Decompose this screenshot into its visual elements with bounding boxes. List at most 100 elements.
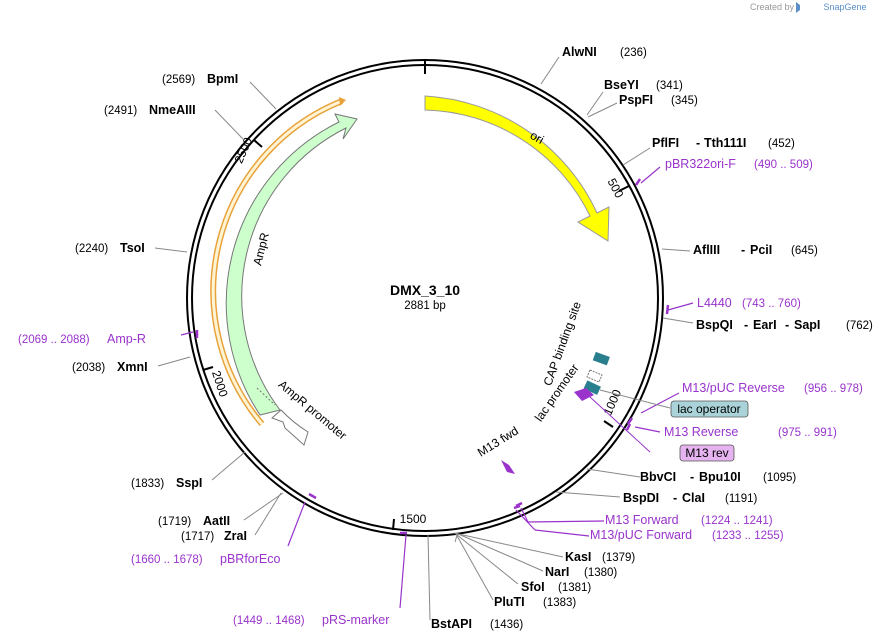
svg-text:Bpu10I: Bpu10I: [699, 470, 741, 484]
svg-text:PciI: PciI: [750, 243, 772, 257]
lac-operator-box[interactable]: [583, 380, 601, 395]
svg-text:(2069 .. 2088): (2069 .. 2088): [18, 334, 90, 346]
lac-promoter-arrow[interactable]: [586, 369, 603, 383]
svg-text:BstAPI: BstAPI: [431, 617, 472, 631]
tick-1500: [392, 518, 395, 531]
site-bspqi-eari-sapi[interactable]: BspQI - EarI - SapI (762): [696, 318, 873, 332]
site-sfoi[interactable]: SfoI (1381): [521, 580, 591, 594]
ampr-arrow[interactable]: [225, 113, 358, 416]
ori-arrow[interactable]: [424, 95, 610, 242]
svg-text:(345): (345): [671, 95, 698, 107]
m13-rev-tag[interactable]: M13 rev: [679, 444, 735, 462]
tick-2000: [202, 366, 214, 371]
ori-label: ori: [528, 128, 547, 147]
svg-text:(975 .. 991): (975 .. 991): [778, 427, 837, 439]
m13-fwd-label: M13 fwd: [475, 424, 521, 460]
site-bbvci-bpu10i[interactable]: BbvCI - Bpu10I (1095): [640, 470, 796, 484]
primer-m13-puc-forward[interactable]: M13/pUC Forward (1233 .. 1255): [590, 528, 784, 542]
svg-text:SfoI: SfoI: [521, 580, 545, 594]
primer-leaders: [180, 166, 694, 609]
svg-text:pBR322ori-F: pBR322ori-F: [665, 157, 736, 171]
site-kasi[interactable]: KasI (1379): [565, 550, 635, 564]
site-afliii-pcii[interactable]: AflIII - PciI (645): [693, 243, 818, 257]
ampr-promoter-arrow[interactable]: [271, 409, 309, 446]
tick-500: [618, 185, 630, 192]
svg-text:(956 .. 978): (956 .. 978): [804, 383, 863, 395]
snapgene-logo-icon: [796, 2, 800, 13]
primer-pbrforeco[interactable]: (1660 .. 1678) pBRforEco: [131, 552, 280, 566]
primer-m13-puc-reverse[interactable]: M13/pUC Reverse (956 .. 978): [682, 381, 863, 395]
site-tsoi[interactable]: (2240) TsoI: [75, 241, 145, 255]
plasmid-length: 2881 bp: [404, 300, 446, 312]
site-sspi[interactable]: (1833) SspI: [131, 476, 202, 490]
site-pluti[interactable]: PluTI (1383): [494, 595, 576, 609]
svg-text:BspQI: BspQI: [696, 318, 733, 332]
svg-text:-: -: [690, 470, 694, 484]
svg-text:L4440: L4440: [697, 296, 732, 310]
site-nmeaiii[interactable]: (2491) NmeAIII: [104, 103, 196, 117]
svg-text:(1379): (1379): [602, 552, 635, 564]
lac-region: [501, 351, 610, 474]
site-bseyi[interactable]: BseYI (341): [604, 78, 683, 92]
primer-amp-r[interactable]: (2069 .. 2088) Amp-R: [18, 332, 146, 346]
credit-prefix: Created by: [750, 2, 795, 12]
ampr-feature[interactable]: AmpR: [210, 97, 358, 426]
svg-text:EarI: EarI: [753, 318, 777, 332]
primer-pbr322ori-f[interactable]: pBR322ori-F (490 .. 509): [665, 157, 813, 171]
svg-text:(1660 .. 1678): (1660 .. 1678): [131, 554, 203, 566]
svg-text:(490 .. 509): (490 .. 509): [754, 159, 813, 171]
primer-m13-forward[interactable]: M13 Forward (1224 .. 1241): [605, 513, 773, 527]
site-bpmi[interactable]: (2569) BpmI: [162, 72, 238, 86]
svg-text:SapI: SapI: [794, 318, 820, 332]
svg-text:AflIII: AflIII: [693, 243, 720, 257]
site-alwni[interactable]: AlwNI (236): [562, 45, 647, 59]
svg-text:(2038): (2038): [72, 362, 105, 374]
svg-text:(743 .. 760): (743 .. 760): [742, 298, 801, 310]
site-bstapi[interactable]: BstAPI (1436): [431, 617, 523, 631]
primer-prs-marker[interactable]: (1449 .. 1468) pRS-marker: [233, 613, 389, 627]
svg-text:Tth111I: Tth111I: [704, 136, 746, 150]
svg-text:PluTI: PluTI: [494, 595, 525, 609]
svg-text:(1449 .. 1468): (1449 .. 1468): [233, 615, 305, 627]
site-nari[interactable]: NarI (1380): [545, 565, 617, 579]
svg-text:(1233 .. 1255): (1233 .. 1255): [712, 530, 784, 542]
site-zrai[interactable]: (1717) ZraI: [181, 529, 247, 543]
site-bspdi-clai[interactable]: BspDI - ClaI (1191): [623, 491, 758, 505]
site-xmni[interactable]: (2038) XmnI: [72, 360, 148, 374]
svg-text:lac operator: lac operator: [677, 402, 740, 416]
svg-text:(1380): (1380): [584, 567, 617, 579]
svg-text:(645): (645): [791, 245, 818, 257]
svg-text:pBRforEco: pBRforEco: [220, 552, 280, 566]
svg-text:(1191): (1191): [725, 493, 758, 505]
tick-1000: [603, 420, 614, 428]
svg-text:AatII: AatII: [203, 514, 230, 528]
svg-text:NarI: NarI: [545, 565, 569, 579]
site-aatii[interactable]: (1719) AatII: [158, 514, 230, 528]
svg-text:TsoI: TsoI: [120, 241, 145, 255]
m13-fwd-arrow[interactable]: [501, 460, 515, 474]
primer-m13-reverse[interactable]: M13 Reverse (975 .. 991): [664, 425, 837, 439]
svg-text:(762): (762): [846, 320, 873, 332]
lac-operator-tag[interactable]: lac operator: [670, 400, 749, 418]
svg-text:(2569): (2569): [162, 74, 195, 86]
svg-text:(236): (236): [620, 47, 647, 59]
cap-binding-site-box[interactable]: [592, 351, 610, 366]
svg-text:NmeAIII: NmeAIII: [149, 103, 196, 117]
ori-feature[interactable]: ori: [424, 95, 610, 242]
svg-text:-: -: [696, 136, 700, 150]
site-labels: AlwNI (236) BseYI (341) PspFI (345) PflF…: [72, 45, 873, 631]
primer-l4440[interactable]: L4440 (743 .. 760): [697, 296, 801, 310]
svg-text:(1381): (1381): [558, 582, 591, 594]
svg-text:(1095): (1095): [763, 472, 796, 484]
site-pflfi-tth111i[interactable]: PflFI - Tth111I (452): [652, 136, 795, 150]
site-pspfi[interactable]: PspFI (345): [619, 93, 698, 107]
tick-label-1000: 1000: [601, 387, 625, 417]
svg-text:(1719): (1719): [158, 516, 191, 528]
svg-text:-: -: [673, 491, 677, 505]
svg-text:(1436): (1436): [490, 619, 523, 631]
svg-text:BbvCI: BbvCI: [640, 470, 676, 484]
m13-rev-arrow[interactable]: [574, 388, 594, 401]
primer-marks: [195, 178, 670, 535]
svg-text:(1833): (1833): [131, 478, 164, 490]
plasmid-backbone: [186, 59, 664, 537]
